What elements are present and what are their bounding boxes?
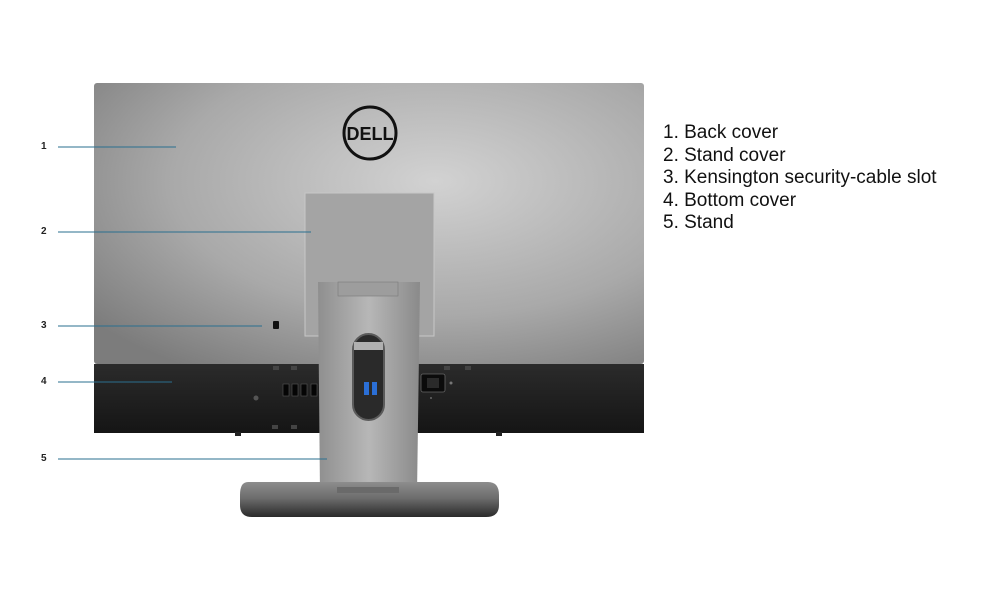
leader-lines <box>58 146 327 460</box>
dell-logo-ring <box>342 105 398 161</box>
stand-base <box>240 482 499 517</box>
legend-list: 1. Back cover 2. Stand cover 3. Kensingt… <box>663 122 937 235</box>
callout-number-2: 2 <box>41 226 47 237</box>
dell-logo-text: DELL <box>347 124 394 144</box>
usb-port <box>291 383 299 397</box>
usb-port <box>364 382 369 395</box>
vent-tab <box>272 425 278 429</box>
callout-number-4: 4 <box>41 376 47 387</box>
usb-port <box>372 382 377 395</box>
legend-item-stand-cover: 2. Stand cover <box>663 144 786 166</box>
usb-port <box>282 383 290 397</box>
cable-routing-hole <box>352 333 385 421</box>
legend-item-stand: 5. Stand <box>663 212 734 233</box>
vent-tab <box>291 425 297 429</box>
stand-hinge <box>337 281 399 297</box>
vent-tab <box>465 366 471 370</box>
vent-tab <box>273 366 279 370</box>
rear-ports <box>253 373 453 401</box>
vent-tab <box>444 366 450 370</box>
usb-port <box>300 383 308 397</box>
callout-number-3: 3 <box>41 320 47 331</box>
callout-number-5: 5 <box>41 453 47 464</box>
legend-item-bottom-cover: 4. Bottom cover <box>663 189 797 211</box>
stand-clip <box>354 342 383 350</box>
screw-hole <box>430 397 432 399</box>
legend-item-back-cover: 1. Back cover <box>663 122 779 143</box>
power-led <box>449 381 453 385</box>
callout-number-1: 1 <box>41 141 47 152</box>
usb-port <box>310 383 318 397</box>
legend-item-kensington-slot: 3. Kensington security-cable slot <box>663 167 937 188</box>
foot-tab <box>496 432 502 436</box>
base-hinge <box>337 487 399 493</box>
kensington-slot <box>273 321 279 329</box>
foot-tab <box>235 432 241 436</box>
audio-port <box>253 395 259 401</box>
power-port-inner <box>427 378 439 388</box>
vent-tab <box>291 366 297 370</box>
